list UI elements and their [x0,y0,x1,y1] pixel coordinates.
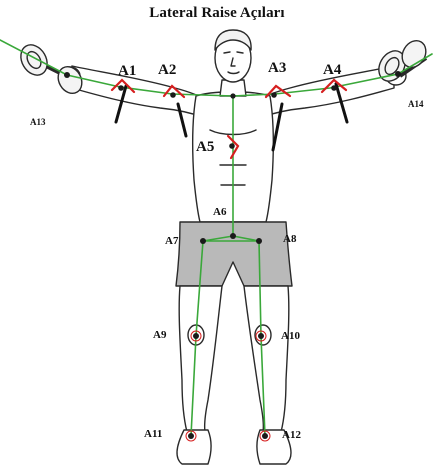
label-a4: A4 [323,62,341,79]
joint-dot-a14-icon [395,71,401,77]
joint-dot-a13-icon [64,72,70,78]
joint-dot-a11-icon [188,433,194,439]
left-arm [72,66,206,118]
label-a1: A1 [118,63,136,80]
label-a7: A7 [165,235,178,247]
label-a8: A8 [283,233,296,245]
joint-dot-a12-icon [262,433,268,439]
joint-dot-shoulder-center-icon [230,93,235,98]
left-shoe [177,430,211,464]
label-a14: A14 [408,99,424,109]
joint-dot-a1-icon [118,85,124,91]
label-a13: A13 [30,117,46,127]
joint-dot-a7-icon [200,238,206,244]
joint-dot-a4-icon [331,85,337,91]
right-brow [237,52,243,53]
joint-dot-a2-icon [170,92,176,98]
joint-dot-a6-icon [230,233,236,239]
label-a3: A3 [268,60,286,77]
label-a10: A10 [281,330,300,342]
diagram-title: Lateral Raise Açıları [0,5,434,22]
joint-dot-a8-icon [256,238,262,244]
label-a2: A2 [158,62,176,79]
label-a12: A12 [282,429,301,441]
label-a5: A5 [196,139,214,156]
label-a11: A11 [144,428,162,440]
left-brow [224,52,230,53]
left-leg [179,286,222,432]
joint-dot-a9-icon [193,333,199,339]
joint-dot-a3-icon [271,92,277,98]
right-leg [244,286,289,432]
joint-dot-a5-icon [229,143,235,149]
label-a9: A9 [153,329,166,341]
joint-dot-a10-icon [258,333,264,339]
shorts [176,222,292,286]
label-a6: A6 [213,206,226,218]
